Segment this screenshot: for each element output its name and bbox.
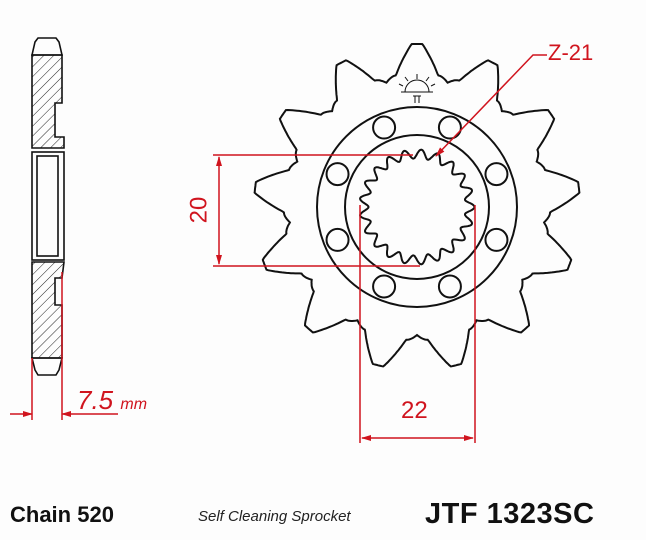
thickness-label: 7.5 mm (77, 385, 147, 416)
thickness-dimension (10, 272, 118, 420)
chain-label: Chain 520 (10, 502, 114, 527)
bolt-hole (372, 274, 397, 299)
side-view (30, 37, 65, 376)
side-hub-inner (36, 155, 59, 257)
front-view (253, 43, 581, 368)
side-hub-outer (31, 151, 65, 261)
bolt-holes (325, 115, 509, 299)
bolt-hole (325, 227, 350, 252)
sprocket-tooth-outline (253, 43, 581, 368)
thickness-unit: mm (120, 396, 148, 413)
bolt-hole (484, 227, 509, 252)
jt-logo-icon (398, 74, 436, 103)
bolt-hole (484, 162, 509, 187)
side-top-hatched-section (31, 54, 65, 149)
spline-width-dimension: 22 (401, 397, 428, 424)
spline-tooth-count-label: Z-21 (548, 40, 594, 65)
outer-hub-ring (316, 106, 518, 308)
part-number: JTF 1323SC (425, 498, 595, 530)
bolt-hole (372, 115, 397, 140)
description-label: Self Cleaning Sprocket (198, 508, 351, 525)
bolt-hole (437, 274, 462, 299)
spline-height-dimension: 20 (185, 196, 213, 224)
spline-dimensions (213, 54, 547, 443)
thickness-value: 7.5 (77, 385, 114, 415)
side-bottom-tooth (30, 357, 64, 376)
spline-leader-line (435, 54, 547, 157)
side-top-tooth (30, 37, 64, 56)
spline-outline (359, 148, 476, 266)
inner-hub-ring (344, 134, 490, 280)
side-bottom-hatched-section (31, 261, 65, 359)
bolt-hole (437, 115, 462, 140)
bolt-hole (325, 162, 350, 187)
